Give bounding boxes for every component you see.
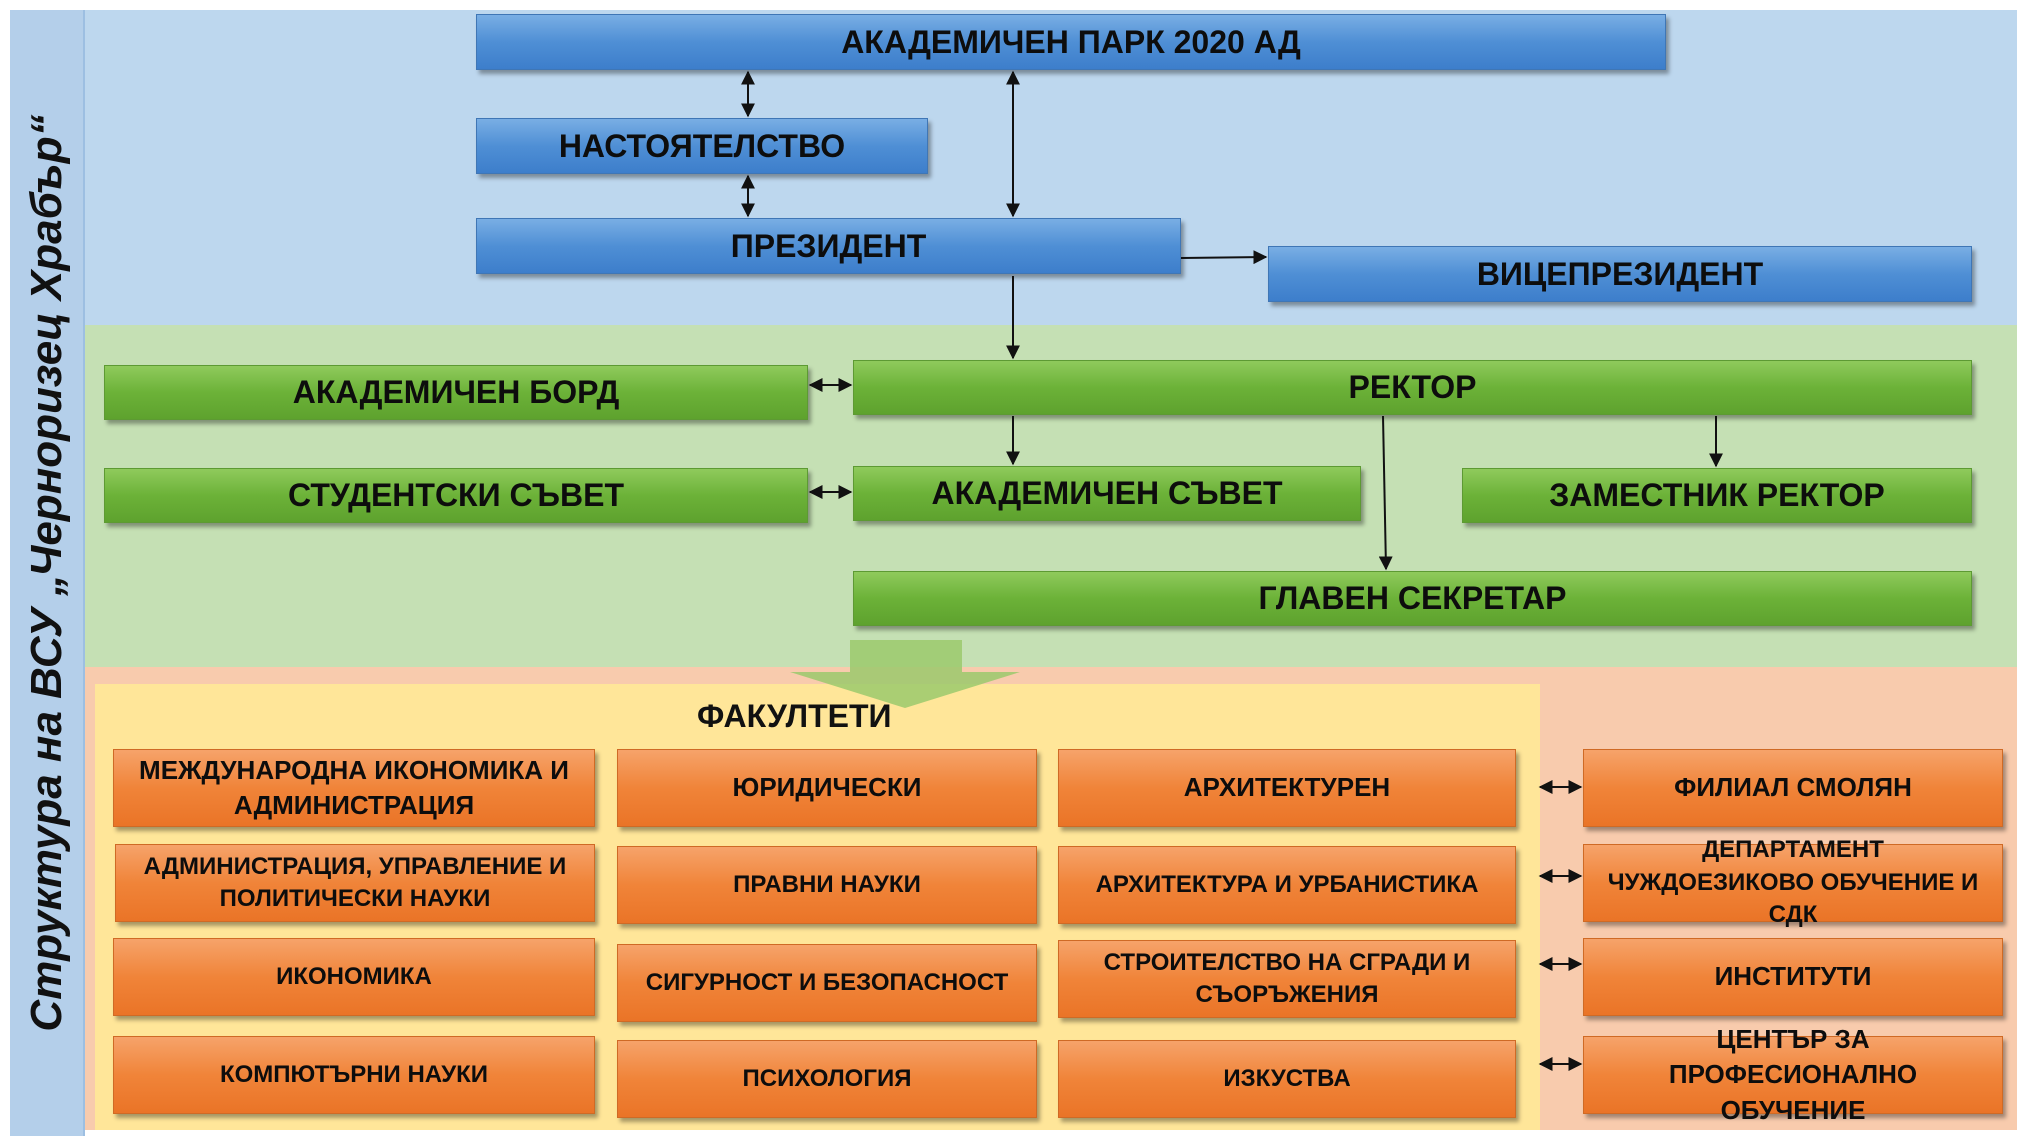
faculty-label: МЕЖДУНАРОДНА ИКОНОМИКА И АДМИНИСТРАЦИЯ [139,754,569,820]
faculty-label: ИКОНОМИКА [276,962,432,990]
faculty-label: КОМПЮТЪРНИ НАУКИ [219,1060,489,1088]
chief-secretary-label: ГЛАВЕН СЕКРЕТАР [1258,580,1567,616]
faculty-label: АДМИНИСТРАЦИЯ, УПРАВЛЕНИЕ И ПОЛИТИЧЕСКИ … [143,852,567,912]
faculty-box[interactable]: АРХИТЕКТУРА И УРБАНИСТИКА [1058,846,1516,924]
unit-box[interactable]: ФИЛИАЛ СМОЛЯН [1583,749,2003,827]
student-council-box[interactable]: СТУДЕНТСКИ СЪВЕТ [104,468,808,523]
president-label: ПРЕЗИДЕНТ [730,227,927,264]
academic-park-box[interactable]: АКАДЕМИЧЕН ПАРК 2020 АД [476,14,1666,70]
board-of-trustees-label: НАСТОЯТЕЛСТВО [558,127,846,164]
faculties-label: ФАКУЛТЕТИ [697,698,892,734]
faculty-box[interactable]: МЕЖДУНАРОДНА ИКОНОМИКА И АДМИНИСТРАЦИЯ [113,749,595,827]
faculty-label: ПСИХОЛОГИЯ [742,1064,912,1092]
president-box[interactable]: ПРЕЗИДЕНТ [476,218,1181,274]
board-of-trustees-box[interactable]: НАСТОЯТЕЛСТВО [476,118,928,174]
academic-council-label: АКАДЕМИЧЕН СЪВЕТ [931,475,1283,511]
academic-board-box[interactable]: АКАДЕМИЧЕН БОРД [104,365,808,420]
faculty-box[interactable]: АДМИНИСТРАЦИЯ, УПРАВЛЕНИЕ И ПОЛИТИЧЕСКИ … [115,844,595,922]
faculty-box[interactable]: ЮРИДИЧЕСКИ [617,749,1037,827]
down-block-arrow [790,640,1020,708]
faculty-label: АРХИТЕКТУРА И УРБАНИСТИКА [1095,870,1479,898]
sidebar-title: Структура на ВСУ „Черноризец Храбър“ [21,114,71,1032]
rector-box[interactable]: РЕКТОР [853,360,1972,415]
sidebar: Структура на ВСУ „Черноризец Храбър“ [10,10,85,1136]
faculty-box[interactable]: СИГУРНОСТ И БЕЗОПАСНОСТ [617,944,1037,1022]
faculty-box[interactable]: ПСИХОЛОГИЯ [617,1040,1037,1118]
faculty-label: СТРОИТЕЛСТВО НА СГРАДИ И СЪОРЪЖЕНИЯ [1103,948,1471,1008]
vice-president-box[interactable]: ВИЦЕПРЕЗИДЕНТ [1268,246,1972,302]
student-council-label: СТУДЕНТСКИ СЪВЕТ [288,477,624,513]
faculty-label: ИЗКУСТВА [1223,1064,1351,1092]
chief-secretary-box[interactable]: ГЛАВЕН СЕКРЕТАР [853,571,1972,626]
faculty-label: ПРАВНИ НАУКИ [733,870,921,898]
unit-label: ФИЛИАЛ СМОЛЯН [1674,772,1912,803]
unit-label: ИНСТИТУТИ [1714,961,1872,992]
deputy-rector-label: ЗАМЕСТНИК РЕКТОР [1549,477,1885,513]
unit-label: ЦЕНТЪР ЗА ПРОФЕСИОНАЛНО ОБУЧЕНИЕ [1668,1024,1918,1125]
unit-box[interactable]: ИНСТИТУТИ [1583,938,2003,1016]
faculty-label: СИГУРНОСТ И БЕЗОПАСНОСТ [645,968,1009,996]
faculty-box[interactable]: ПРАВНИ НАУКИ [617,846,1037,924]
deputy-rector-box[interactable]: ЗАМЕСТНИК РЕКТОР [1462,468,1972,523]
academic-council-box[interactable]: АКАДЕМИЧЕН СЪВЕТ [853,466,1361,521]
faculty-box[interactable]: ИЗКУСТВА [1058,1040,1516,1118]
faculty-box[interactable]: ИКОНОМИКА [113,938,595,1016]
rector-label: РЕКТОР [1348,369,1477,405]
faculty-box[interactable]: СТРОИТЕЛСТВО НА СГРАДИ И СЪОРЪЖЕНИЯ [1058,940,1516,1018]
faculty-box[interactable]: АРХИТЕКТУРЕН [1058,749,1516,827]
academic-park-label: АКАДЕМИЧЕН ПАРК 2020 АД [841,23,1301,60]
unit-label: ДЕПАРТАМЕНТ ЧУЖДОЕЗИКОВО ОБУЧЕНИЕ И СДК [1607,836,1979,929]
faculty-label: ЮРИДИЧЕСКИ [732,772,922,803]
unit-box[interactable]: ЦЕНТЪР ЗА ПРОФЕСИОНАЛНО ОБУЧЕНИЕ [1583,1024,2003,1125]
faculty-box[interactable]: КОМПЮТЪРНИ НАУКИ [113,1036,595,1114]
vice-president-label: ВИЦЕПРЕЗИДЕНТ [1476,255,1764,292]
academic-board-label: АКАДЕМИЧЕН БОРД [292,374,620,410]
unit-box[interactable]: ДЕПАРТАМЕНТ ЧУЖДОЕЗИКОВО ОБУЧЕНИЕ И СДК [1583,836,2003,928]
faculty-label: АРХИТЕКТУРЕН [1183,772,1391,803]
